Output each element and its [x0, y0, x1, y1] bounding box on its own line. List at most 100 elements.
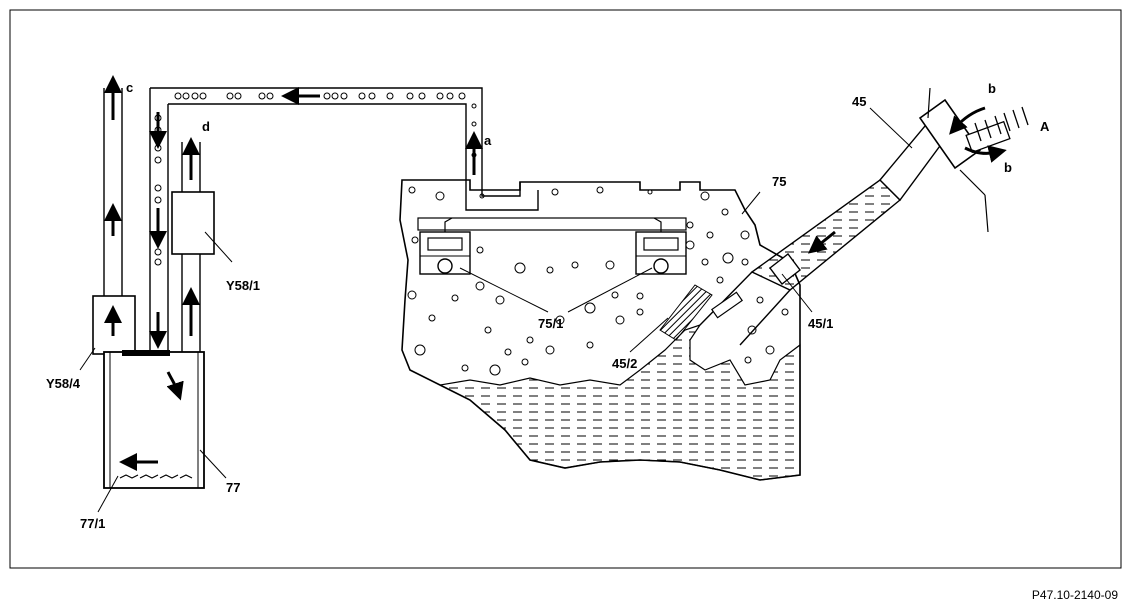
bubble	[475, 281, 485, 291]
bubble	[781, 308, 789, 316]
bubble	[514, 262, 526, 274]
baffle-45-2	[659, 284, 713, 341]
bubble	[740, 230, 750, 240]
bubble	[756, 296, 764, 304]
label-b-bottom: b	[1004, 160, 1012, 175]
label-77: 77	[226, 480, 240, 495]
label-75: 75	[772, 174, 786, 189]
bubble	[407, 290, 417, 300]
bubble	[686, 221, 694, 229]
bubble	[504, 348, 512, 356]
purge-valve-y58-1	[171, 191, 215, 255]
rollover-valve-right	[635, 231, 687, 275]
filler-neck	[699, 87, 1029, 346]
bubble	[154, 184, 162, 192]
diagram-frame	[9, 9, 1122, 569]
check-valve-45-1	[769, 253, 801, 285]
charcoal-canister	[97, 350, 227, 513]
bubble	[741, 258, 749, 266]
bubble	[521, 358, 529, 366]
bubble	[526, 336, 534, 344]
leader-lines	[459, 107, 913, 353]
bubble	[386, 92, 394, 100]
bubble	[154, 248, 162, 256]
label-y58-4: Y58/4	[46, 376, 81, 391]
bubble	[154, 258, 162, 266]
bubble	[266, 92, 274, 100]
bubble	[700, 191, 710, 201]
bubble	[586, 341, 594, 349]
bubble	[182, 92, 190, 100]
bubble	[489, 364, 501, 376]
label-d: d	[202, 119, 210, 134]
bubble	[545, 345, 555, 355]
bubble	[331, 92, 339, 100]
bubble	[461, 364, 469, 372]
bubble	[226, 92, 234, 100]
label-A: A	[1040, 119, 1050, 134]
bubble	[615, 315, 625, 325]
bubble	[258, 92, 266, 100]
bubble	[411, 236, 419, 244]
label-77-1: 77/1	[80, 516, 105, 531]
bubble	[471, 121, 477, 127]
fuel-nozzle	[965, 106, 1029, 154]
bubble	[571, 261, 579, 269]
bubble	[458, 92, 466, 100]
label-45: 45	[852, 94, 866, 109]
bubble	[446, 92, 454, 100]
bubble	[436, 92, 444, 100]
bubble	[368, 92, 376, 100]
bubble	[340, 92, 348, 100]
bubble	[605, 260, 615, 270]
label-75-1: 75/1	[538, 316, 563, 331]
shutoff-line	[103, 88, 123, 296]
bubble	[154, 144, 162, 152]
bubble	[747, 325, 757, 335]
bubble	[636, 308, 644, 316]
label-a: a	[484, 133, 492, 148]
bubble	[435, 191, 445, 201]
bubble	[551, 188, 559, 196]
bubble	[418, 92, 426, 100]
label-45-2: 45/2	[612, 356, 637, 371]
label-b-top: b	[988, 81, 996, 96]
bubble	[451, 294, 459, 302]
bubble	[476, 246, 484, 254]
bubble	[722, 252, 734, 264]
bubble	[414, 344, 426, 356]
bubble	[706, 231, 714, 239]
bubble	[495, 295, 505, 305]
bubble	[408, 186, 416, 194]
label-45-1: 45/1	[808, 316, 833, 331]
bubble	[765, 345, 775, 355]
bubble	[428, 314, 436, 322]
bubble	[191, 92, 199, 100]
document-reference: P47.10-2140-09	[1031, 588, 1118, 602]
bubble	[323, 92, 331, 100]
bubble	[596, 186, 604, 194]
bubble	[154, 156, 162, 164]
bubble	[546, 266, 554, 274]
bubble	[406, 92, 414, 100]
bubble	[636, 292, 644, 300]
fuel-tank	[399, 179, 801, 481]
label-y58-1: Y58/1	[226, 278, 260, 293]
bubble	[716, 276, 724, 284]
bubble	[174, 92, 182, 100]
rollover-valve-left	[419, 231, 471, 275]
bubble	[611, 291, 619, 299]
bubble	[744, 356, 752, 364]
bubble	[199, 92, 207, 100]
bubble	[471, 103, 477, 109]
bubble	[701, 258, 709, 266]
bubble	[721, 208, 729, 216]
valve-connection-line	[444, 217, 662, 232]
label-c: c	[126, 80, 133, 95]
vapor-bubbles	[407, 186, 789, 376]
bubble	[484, 326, 492, 334]
bubble	[154, 196, 162, 204]
bubble	[647, 189, 653, 195]
bubble	[685, 240, 695, 250]
